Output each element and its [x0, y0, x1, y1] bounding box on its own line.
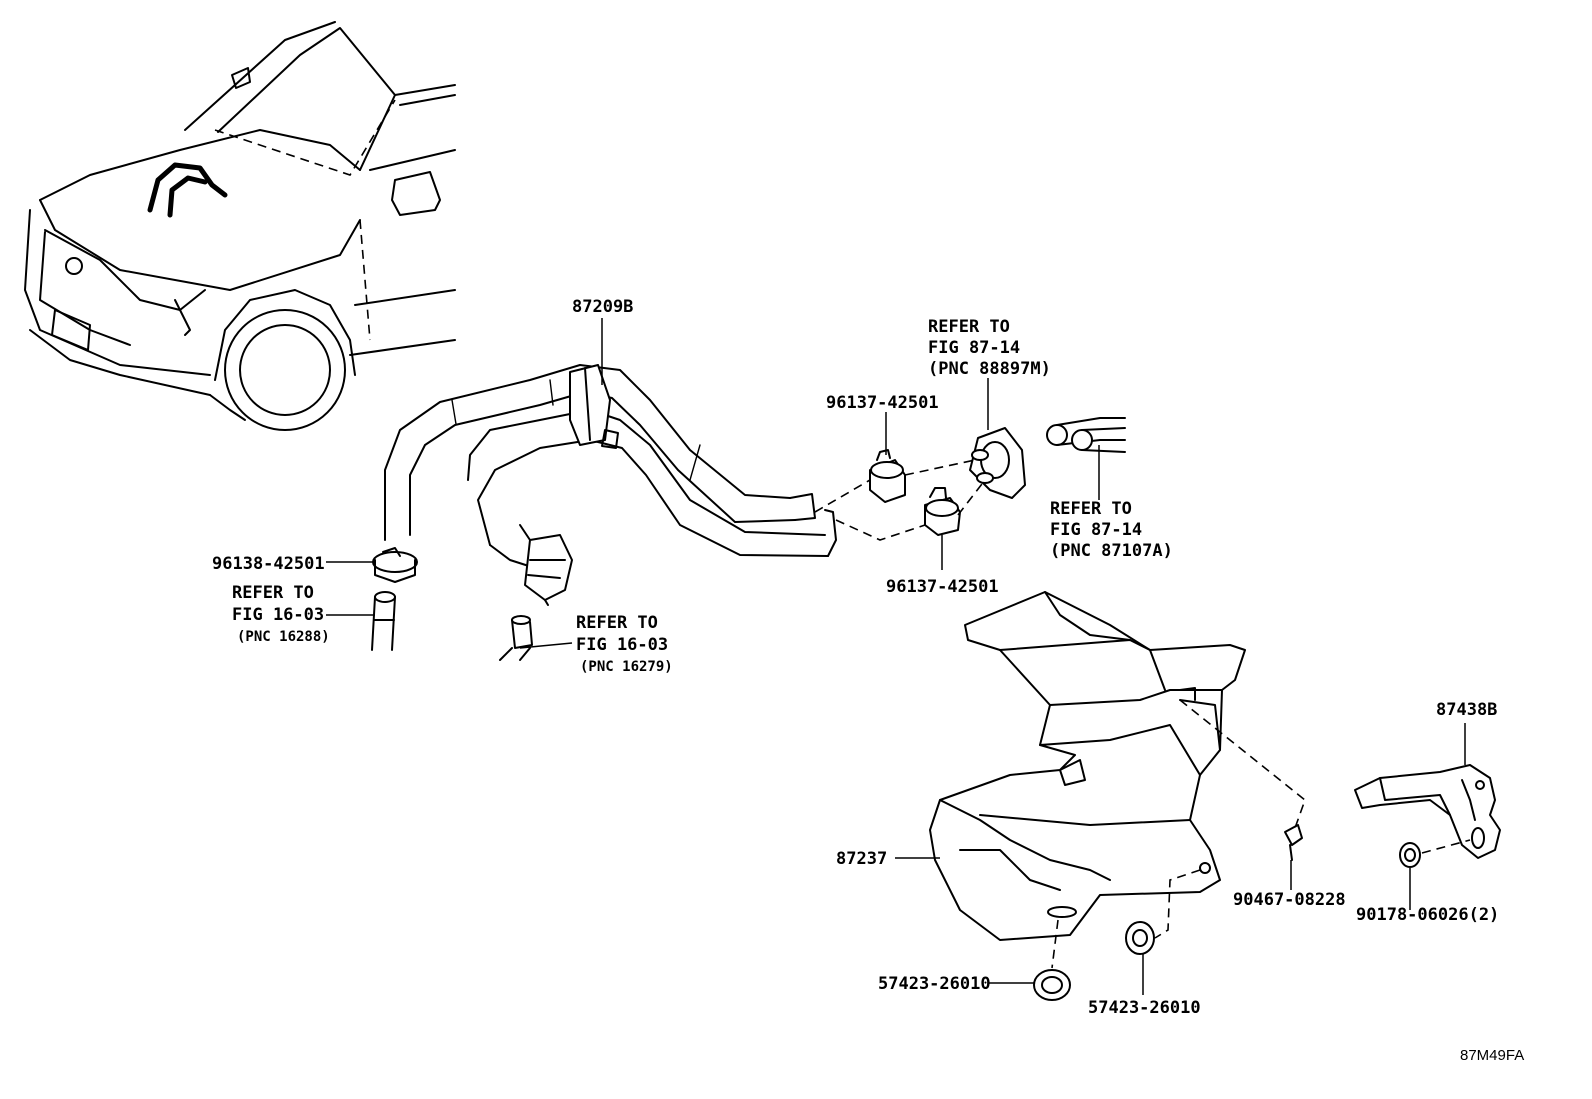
svg-text:(PNC 16279): (PNC 16279) [580, 659, 673, 675]
clip-90467 [1284, 824, 1303, 861]
label-87438b: 87438B [1436, 700, 1497, 720]
heater-hose-assembly [384, 364, 837, 606]
bracket-87438b [1354, 764, 1501, 859]
label-clamp-upper: 96137-42501 [826, 393, 939, 413]
svg-text:REFER TO: REFER TO [1050, 499, 1132, 519]
clamp-upper-part [869, 449, 906, 503]
label-grommet-right: 57423-26010 [1088, 998, 1201, 1018]
grommet-88897m [969, 427, 1026, 499]
svg-text:REFER TO: REFER TO [576, 613, 658, 633]
clamp-lower-part [924, 487, 961, 536]
svg-text:(PNC 16288): (PNC 16288) [237, 629, 330, 645]
grommet-57423-left [1033, 969, 1071, 1001]
pipe-16288 [371, 591, 396, 651]
pipes-87107a [1046, 417, 1126, 453]
clamp-left-part [372, 547, 418, 583]
leader-lines [326, 318, 1466, 995]
label-87209b: 87209B [572, 297, 633, 317]
vehicle-illustration [24, 21, 456, 431]
pipe-16279 [499, 615, 533, 661]
label-clamp-lower: 96137-42501 [886, 577, 999, 597]
svg-text:REFER TO: REFER TO [232, 583, 314, 603]
svg-text:FIG 87-14: FIG 87-14 [928, 338, 1020, 358]
svg-text:FIG 87-14: FIG 87-14 [1050, 520, 1142, 540]
ref-16288: REFER TO FIG 16-03 (PNC 16288) [232, 583, 330, 645]
nut-90178 [1399, 842, 1421, 868]
svg-text:(PNC 88897M): (PNC 88897M) [928, 359, 1051, 379]
diagram-code: 87M49FA [1460, 1047, 1524, 1064]
grommet-57423-right [1125, 921, 1155, 955]
ref-88897m: REFER TO FIG 87-14 (PNC 88897M) [928, 317, 1051, 379]
label-nut-90178: 90178-06026(2) [1356, 905, 1499, 925]
svg-text:FIG 16-03: FIG 16-03 [232, 605, 324, 625]
ref-16279: REFER TO FIG 16-03 (PNC 16279) [576, 613, 673, 675]
svg-text:FIG 16-03: FIG 16-03 [576, 635, 668, 655]
svg-text:(PNC 87107A): (PNC 87107A) [1050, 541, 1173, 561]
label-clamp-left: 96138-42501 [212, 554, 325, 574]
label-clip-90467: 90467-08228 [1233, 890, 1346, 910]
svg-text:REFER TO: REFER TO [928, 317, 1010, 337]
label-grommet-left: 57423-26010 [878, 974, 991, 994]
label-87237: 87237 [836, 849, 887, 869]
heat-shield-87237 [929, 591, 1246, 941]
ref-87107a: REFER TO FIG 87-14 (PNC 87107A) [1050, 499, 1173, 561]
